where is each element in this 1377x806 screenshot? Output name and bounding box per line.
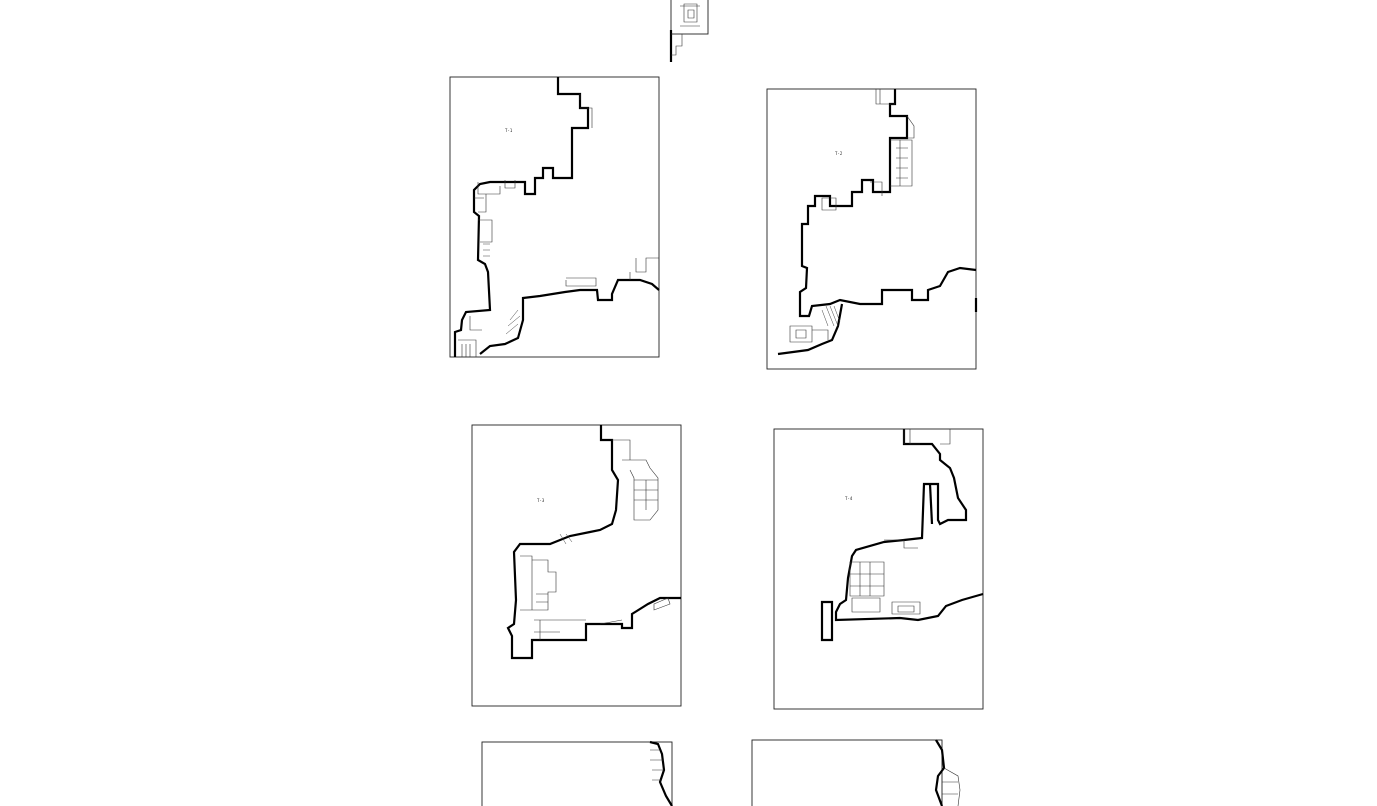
parcel-line: [520, 555, 557, 611]
sheet-frame: [766, 88, 977, 370]
boundary-line: [479, 278, 660, 355]
boundary-line: [820, 600, 834, 642]
boundary-line: [834, 429, 984, 622]
sheet-frame: [751, 739, 943, 806]
detail-box: [683, 3, 698, 23]
boundary-line: [506, 425, 681, 660]
parcel-line: [884, 539, 918, 549]
parcel-line: [474, 94, 593, 243]
parcel-line: [903, 428, 951, 445]
sheet-label: T-2: [835, 151, 843, 156]
sheet-frame: [670, 0, 709, 35]
detail-line: [680, 5, 700, 27]
boundary-line: [928, 483, 934, 525]
sheet-frame: [449, 76, 660, 358]
boundary-line: [934, 739, 946, 806]
plan-sheet-2: T-2: [766, 88, 978, 370]
parcel-line: [875, 89, 915, 187]
sheet-frame: [773, 428, 984, 710]
sheet-label: T-1: [505, 128, 513, 133]
boundary-line: [649, 740, 673, 806]
hatch-pattern: [559, 533, 573, 545]
parcel-line: [849, 561, 885, 597]
parcel-line: [789, 325, 829, 343]
parcel-line: [942, 767, 961, 806]
plan-sheet-5: [481, 740, 673, 806]
parcel-line: [458, 316, 482, 357]
sheet-label: T-4: [845, 496, 853, 501]
plan-sheet-top: [669, 0, 709, 62]
plan-sheet-1: T-1: [449, 76, 660, 358]
parcel-line: [565, 257, 660, 287]
parcel-line: [599, 597, 671, 625]
boundary-line: [453, 77, 590, 357]
hatch-pattern: [821, 305, 841, 327]
boundary-line: [777, 303, 844, 356]
hatch-pattern: [483, 243, 521, 335]
plan-sheet-3: T-3: [471, 424, 682, 707]
sheet-frame: [481, 741, 673, 806]
plan-sheet-6: [751, 739, 961, 806]
parcel-line: [671, 33, 683, 56]
parcel-line: [851, 597, 921, 615]
sheet-label: T-3: [537, 498, 545, 503]
parcel-line: [650, 749, 664, 781]
parcel-line: [612, 439, 659, 521]
boundary-line: [798, 89, 977, 318]
plan-sheet-4: T-4: [773, 428, 984, 710]
parcel-line: [821, 181, 883, 211]
parcel-line: [534, 619, 586, 640]
parcel-line: [634, 479, 658, 510]
sheet-frame: [471, 424, 682, 707]
